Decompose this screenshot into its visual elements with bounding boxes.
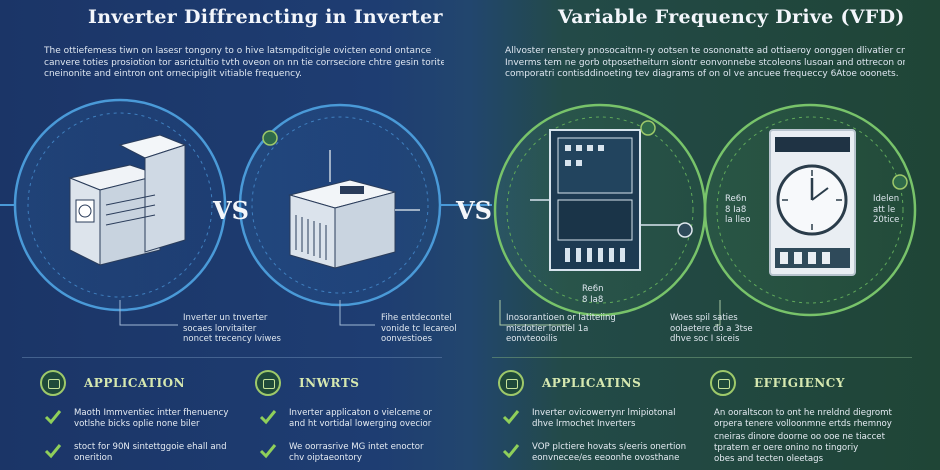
- application-icon: [498, 370, 524, 396]
- section-divider: [492, 357, 912, 358]
- caption-line: 8 Ia8: [725, 204, 747, 215]
- caption-line: vonide tc lecareol: [381, 323, 457, 334]
- caption-line: noncet trecency Iviwes: [183, 334, 281, 344]
- ring-inner: [27, 112, 213, 298]
- list-item: An ooraltscon to ont he nreldnd diegromt…: [680, 408, 892, 436]
- vfd-mid-labels: Re6n 8 Ia8 la lleo: [725, 194, 750, 226]
- caption-line: att le: [873, 204, 896, 215]
- check-icon: [259, 444, 277, 459]
- card-heading: APPLICATION: [84, 376, 186, 390]
- inverter-device-icon: [68, 134, 187, 266]
- intro-line: cneinonite and eintron ont ornecipiglit …: [44, 69, 303, 79]
- intro-line: canvere toties prosiotion tor asrictulti…: [44, 57, 444, 68]
- status-dot-icon: [892, 174, 908, 190]
- caption-line: misdotier lontiel 1a: [506, 323, 589, 334]
- section-divider: [22, 357, 442, 358]
- vfd-caption: Inosorantioen or latiteiing misdotier lo…: [506, 313, 616, 345]
- ring-inner: [716, 116, 904, 304]
- vfd-right-labels: Idelen att le 20tice: [873, 194, 899, 226]
- caption-line: socaes lorvitaiter: [183, 323, 257, 334]
- intro-line: Allvoster renstery pnosocaitnn-ry ootsen…: [505, 46, 905, 56]
- caption-line: Inosorantioen or latiteiing: [506, 313, 616, 323]
- caption-line: oolaetere do a 3tse: [670, 323, 753, 334]
- caption-line: 20tice: [873, 215, 900, 225]
- caption-line: eonvteooilis: [506, 334, 558, 344]
- inverter-unit-icon: [288, 150, 420, 269]
- vfd-side-labels: Re6n 8 Ia8: [582, 284, 604, 305]
- vfd-caption-2: Woes spil saties oolaetere do a 3tse dhv…: [670, 313, 753, 345]
- vfd-intro: Allvoster renstery pnosocaitnn-ry ootsen…: [505, 46, 905, 81]
- inverter-title: Inverter Diffrencting in Inverter: [88, 6, 443, 28]
- inverter-illustration: [0, 98, 470, 326]
- vfd-illustration: [470, 103, 917, 326]
- caption-line: 8 Ia8: [582, 294, 604, 305]
- inverter-intro: The ottiefemess tiwn on lasesr tongony t…: [44, 46, 444, 81]
- intro-line: The ottiefemess tiwn on lasesr tongony t…: [44, 46, 432, 56]
- caption-line: Woes spil saties: [670, 313, 738, 323]
- ring-inner: [506, 116, 694, 304]
- card-heading: INWRTS: [299, 376, 360, 390]
- caption-line: dhve soc I siceis: [670, 334, 740, 344]
- inverter-caption: Inverter un tnverter socaes lorvitaiter …: [183, 313, 281, 345]
- leader-line: [499, 300, 570, 326]
- caption-line: oonvestioes: [381, 334, 433, 344]
- check-icon: [44, 444, 62, 459]
- status-dot-icon: [640, 120, 656, 136]
- caption-line: Fihe entdecontel: [381, 313, 452, 323]
- check-icon: [502, 444, 520, 459]
- inverter-panel: Inverter Diffrencting in Inverter The ot…: [0, 6, 470, 470]
- card-heading: APPLICATINS: [542, 376, 642, 390]
- list-item-text: An ooraltscon to ont he nreldnd diegromt…: [714, 408, 892, 429]
- check-icon: [502, 410, 520, 425]
- vs-label: VS: [213, 196, 249, 225]
- caption-line: Re6n: [725, 194, 747, 204]
- application-icon: [40, 370, 66, 396]
- ring-inner: [251, 116, 429, 294]
- vfd-title: Variable Frequency Drive (VFD): [558, 6, 905, 28]
- leader-line: [715, 300, 721, 326]
- status-dot-icon: [677, 222, 693, 238]
- vfd-dial-panel-icon: [769, 129, 856, 276]
- efficiency-icon: [710, 370, 736, 396]
- vfd-cabinet-icon: [530, 129, 680, 271]
- caption-line: Re6n: [582, 284, 604, 294]
- card-heading: EFFIGIENCY: [754, 376, 845, 390]
- leader-line: [119, 300, 178, 326]
- check-icon: [44, 410, 62, 425]
- vfd-panel: Variable Frequency Drive (VFD) Allvoster…: [456, 0, 940, 470]
- caption-line: Inverter un tnverter: [183, 313, 268, 323]
- intro-line: Inverms tem ne gorb otposetheiturn siont…: [505, 57, 905, 68]
- status-dot-icon: [262, 130, 278, 146]
- leader-line: [339, 300, 375, 326]
- intro-line: comporatri contisddinoeting tev diagrams…: [505, 69, 899, 79]
- caption-line: la lleo: [725, 215, 751, 225]
- vs-label: VS: [456, 196, 492, 225]
- inverter-caption-2: Fihe entdecontel vonide tc lecareol oonv…: [381, 313, 457, 345]
- check-icon: [259, 410, 277, 425]
- caption-line: Idelen: [873, 194, 900, 204]
- inverter-icon: [255, 370, 281, 396]
